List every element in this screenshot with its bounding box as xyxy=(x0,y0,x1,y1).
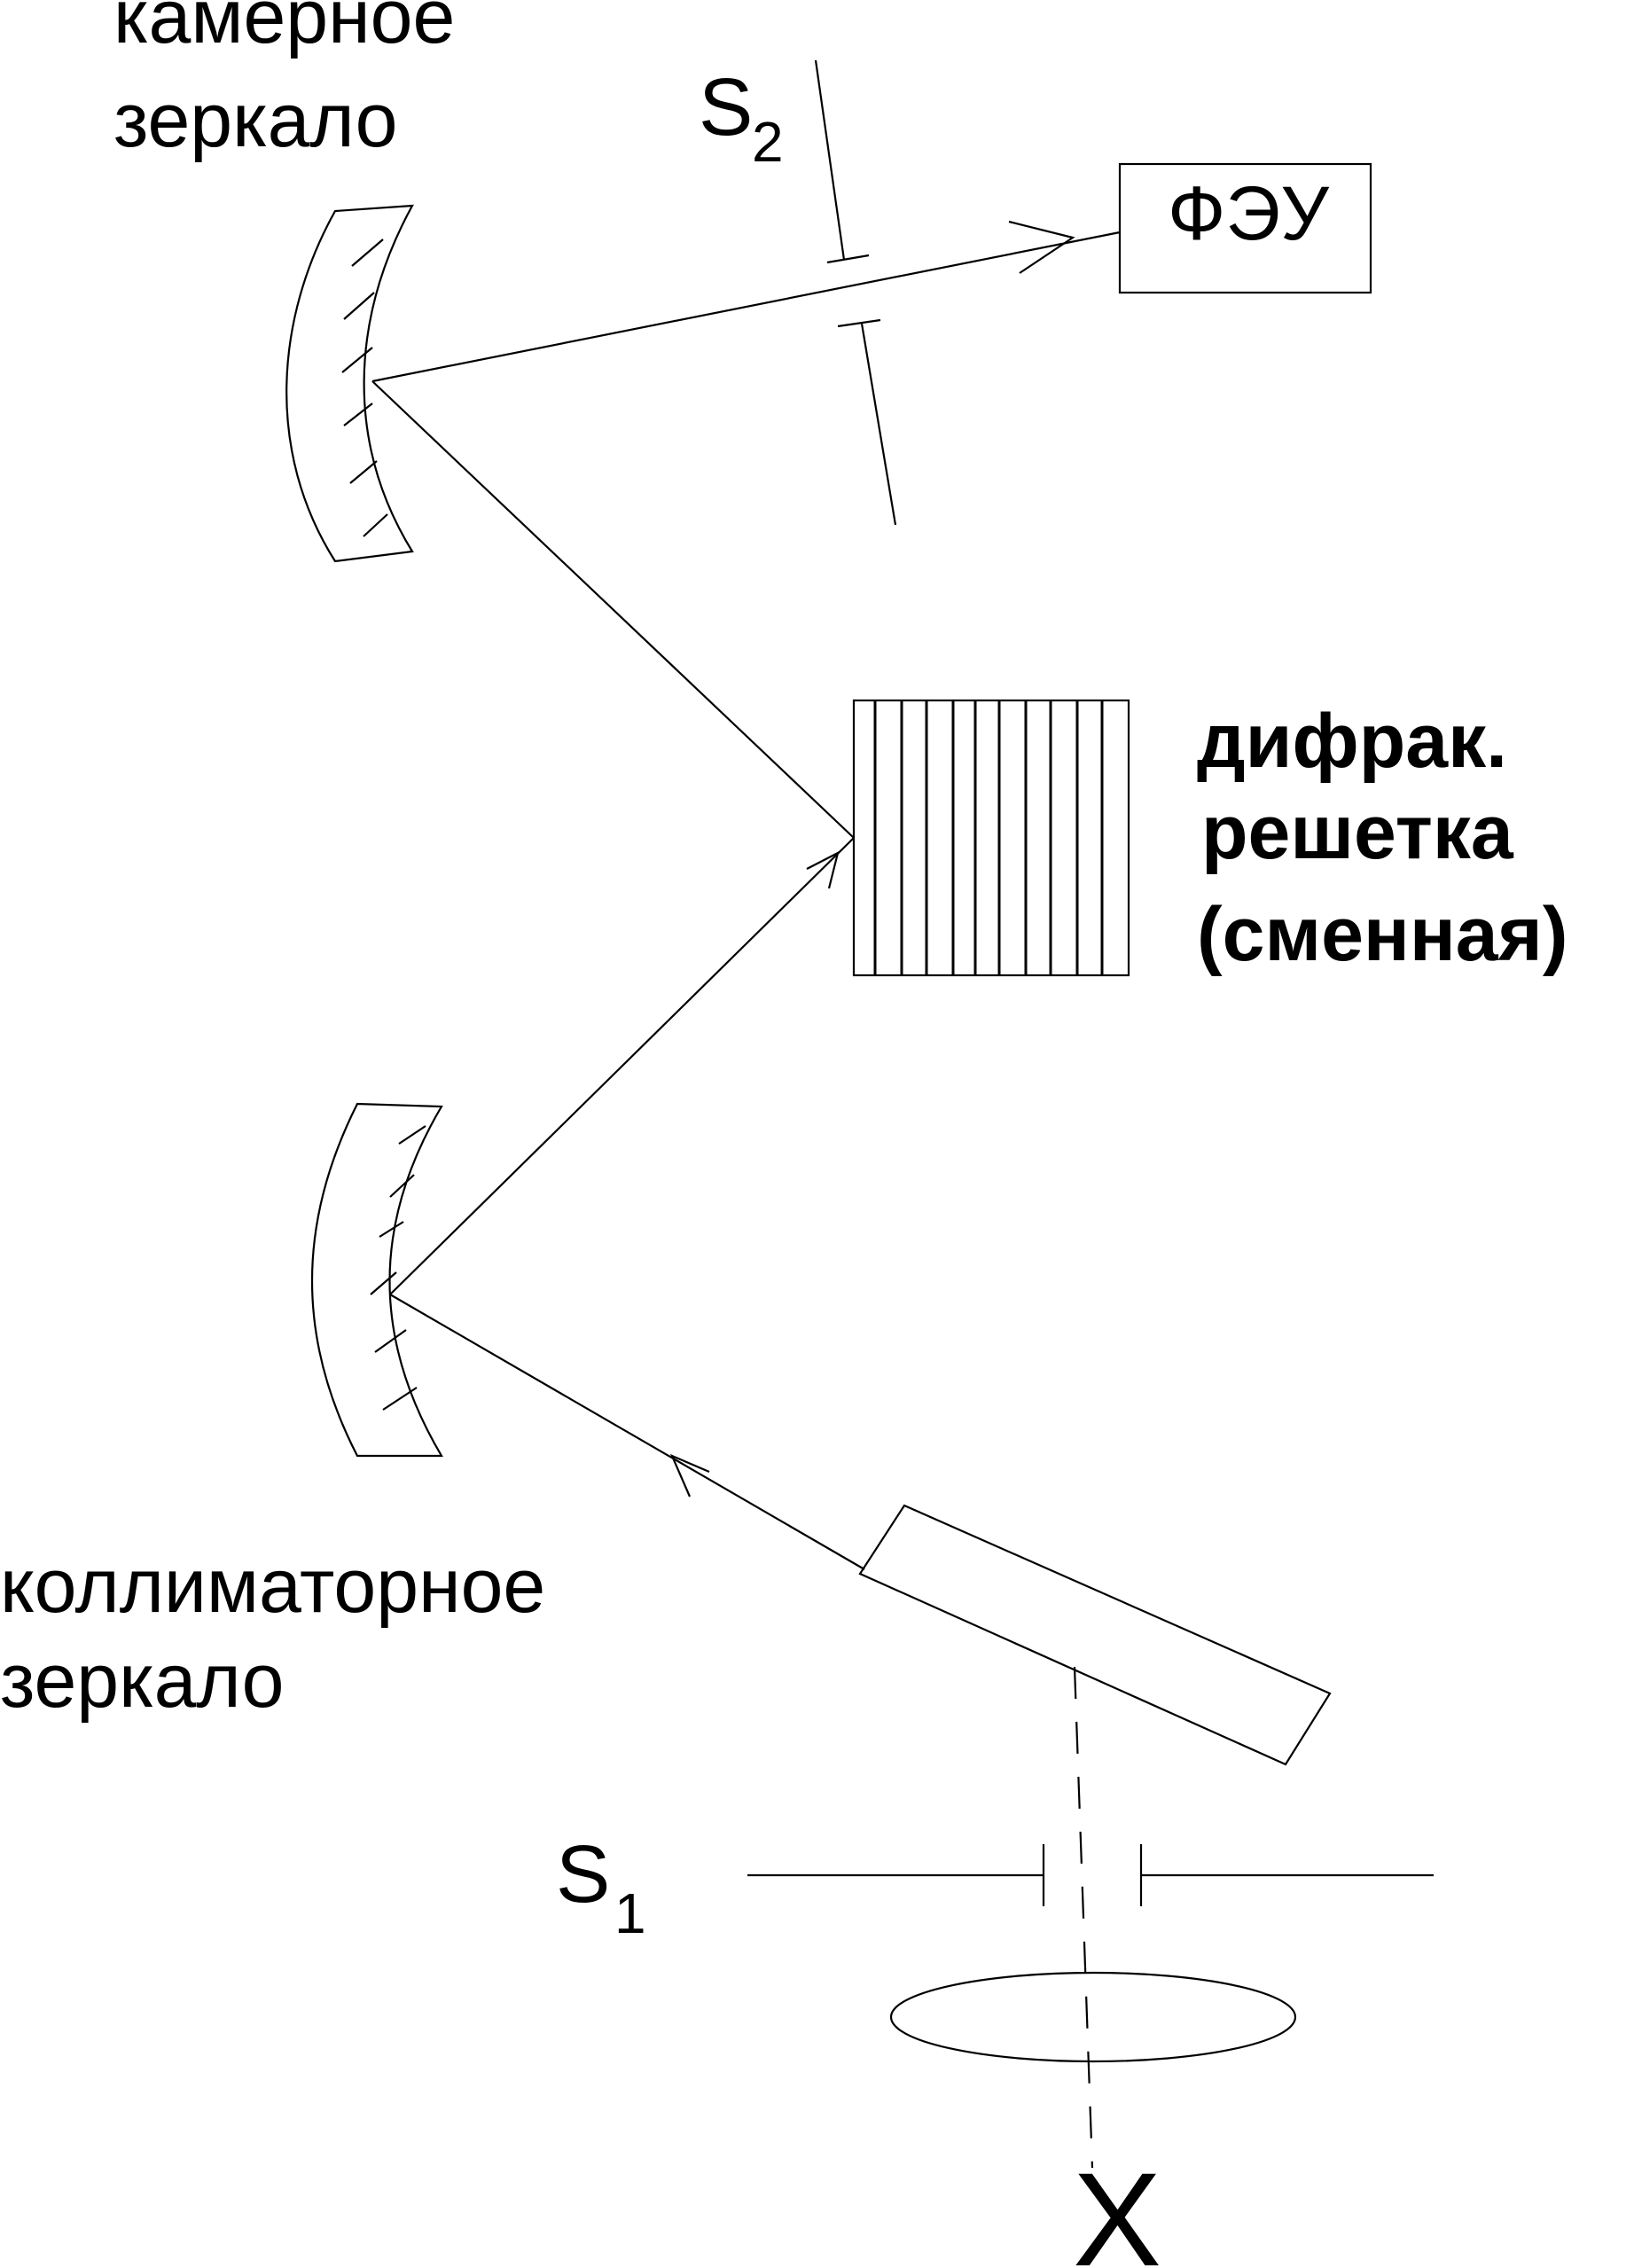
svg-text:(сменная): (сменная) xyxy=(1197,892,1568,977)
svg-text:2: 2 xyxy=(752,110,784,174)
diffraction-grating xyxy=(852,699,1130,977)
grating-label: дифрак. решетка (сменная) xyxy=(1197,699,1568,977)
slit-s2 xyxy=(814,59,897,526)
camera-mirror xyxy=(285,204,414,563)
collimator-mirror-label: коллиматорное зеркало xyxy=(0,1544,545,1724)
arrow-head xyxy=(669,1453,710,1498)
source-label: X xyxy=(1073,2145,1161,2268)
s2-label: S 2 xyxy=(699,62,784,174)
entrance-optic xyxy=(858,1504,1332,1766)
detector-label: ФЭУ xyxy=(1168,171,1330,256)
arrow-head xyxy=(1008,220,1075,274)
svg-text:камерное: камерное xyxy=(113,0,455,59)
svg-text:коллиматорное: коллиматорное xyxy=(0,1544,545,1629)
svg-text:решетка: решетка xyxy=(1201,790,1514,875)
svg-text:S: S xyxy=(699,62,753,153)
s1-label: S 1 xyxy=(556,1829,646,1945)
light-path xyxy=(371,231,1121,1570)
svg-text:зеркало: зеркало xyxy=(113,78,397,163)
svg-text:S: S xyxy=(556,1829,610,1920)
camera-mirror-label: камерное зеркало xyxy=(113,0,455,163)
optical-axis xyxy=(1073,1666,1094,2169)
slit-s1 xyxy=(747,1844,1434,1906)
detector-box xyxy=(1118,162,1372,294)
svg-text:зеркало: зеркало xyxy=(0,1638,284,1724)
condenser-lens xyxy=(889,1971,1297,2063)
svg-text:1: 1 xyxy=(614,1881,646,1945)
arrow-head xyxy=(806,850,840,889)
svg-text:дифрак.: дифрак. xyxy=(1197,699,1507,784)
collimator-mirror xyxy=(311,1102,443,1458)
